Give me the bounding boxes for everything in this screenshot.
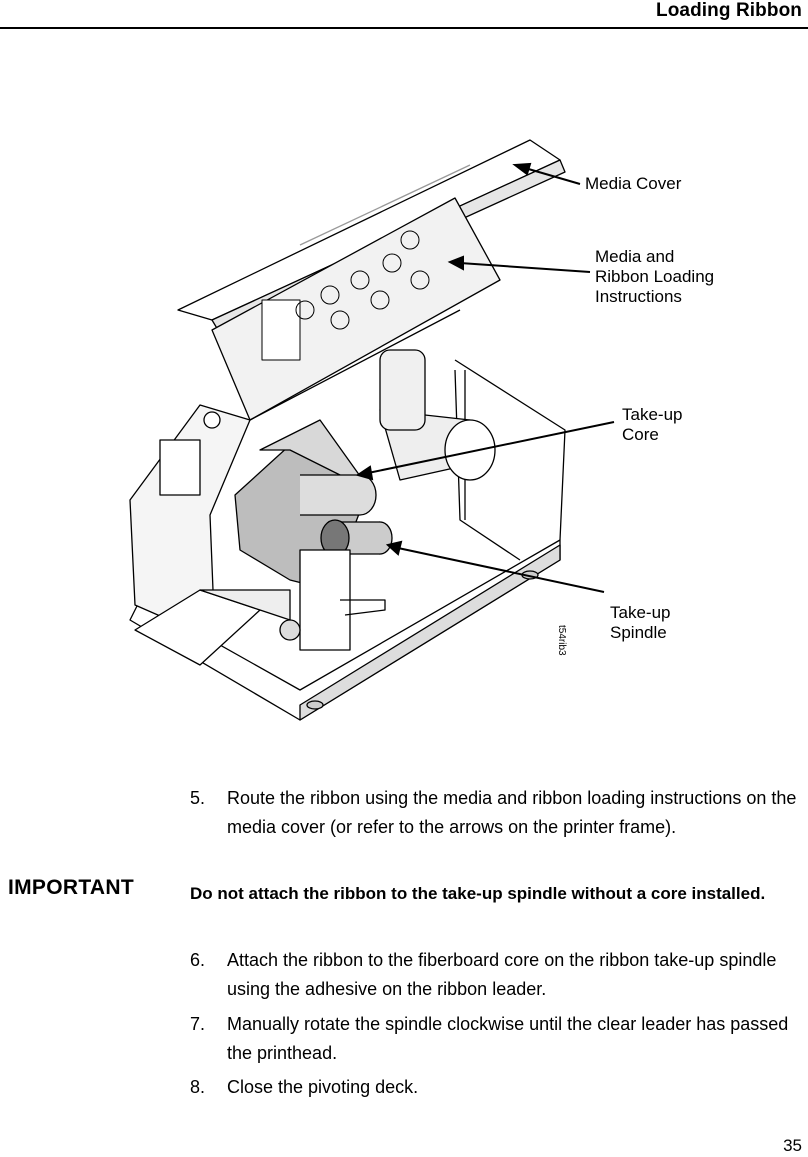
step-number: 8. [190,1077,206,1097]
instructions-panel [211,197,501,421]
step-5: 5. Route the ribbon using the media and … [190,784,802,842]
step-number: 7. [190,1014,206,1034]
important-label: IMPORTANT [8,876,134,899]
callout-leaders [355,162,615,593]
step-text: Manually rotate the spindle clockwise un… [227,1014,789,1063]
callout-takeup-spindle: Take-up Spindle [610,603,671,642]
step-text: Close the pivoting deck. [227,1077,419,1097]
printer-illustration: Media Cover Media and Ribbon Loading Ins… [0,120,808,740]
callout-media-cover: Media Cover [585,174,682,193]
step-number: 5. [190,788,206,808]
important-text: Do not attach the ribbon to the take-up … [190,884,766,903]
callout-instructions: Media and Ribbon Loading Instructions [595,247,715,306]
takeup-core-drawing [300,474,377,516]
figure-id: t54rib3 [556,625,567,656]
step-text: Attach the ribbon to the fiberboard core… [227,950,777,999]
printer-drawing [129,139,615,721]
step-text: Route the ribbon using the media and rib… [227,788,797,837]
header-rule [0,27,808,29]
page-header-title: Loading Ribbon [656,0,802,21]
page-number: 35 [783,1136,802,1155]
takeup-spindle-drawing [320,519,393,557]
step-number: 6. [190,950,206,970]
step-6: 6. Attach the ribbon to the fiberboard c… [190,946,802,1004]
instruction-diagrams [261,230,430,361]
step-7: 7. Manually rotate the spindle clockwise… [190,1010,802,1068]
step-8: 8. Close the pivoting deck. [190,1073,802,1102]
callout-takeup-core: Take-up Core [622,405,683,444]
